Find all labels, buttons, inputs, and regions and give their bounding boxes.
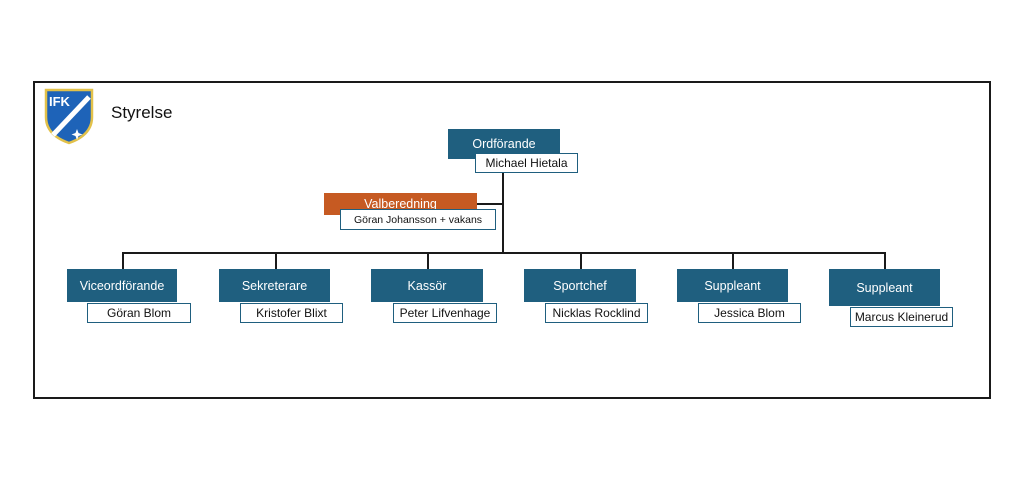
drop-line-5 [732,252,734,269]
nomination-name-box: Göran Johansson + vakans [340,209,496,230]
member-name-box-4: Nicklas Rocklind [545,303,648,323]
drop-line-2 [275,252,277,269]
member-name-box-5: Jessica Blom [698,303,801,323]
nomination-connector [477,203,503,205]
member-role-box-1: Viceordförande [67,269,177,302]
member-role-box-5: Suppleant [677,269,788,302]
member-role-box-6: Suppleant [829,269,940,306]
member-role-box-3: Kassör [371,269,483,302]
chart-title: Styrelse [111,103,173,122]
member-name-box-2: Kristofer Blixt [240,303,343,323]
member-name-box-1: Göran Blom [87,303,191,323]
member-name-box-3: Peter Lifvenhage [393,303,497,323]
ifk-shield-logo: IFK [44,88,94,145]
horizontal-bus [122,252,885,254]
member-role-box-4: Sportchef [524,269,636,302]
drop-line-1 [122,252,124,269]
logo-text: IFK [49,94,71,109]
member-name-box-6: Marcus Kleinerud [850,307,953,327]
drop-line-4 [580,252,582,269]
drop-line-3 [427,252,429,269]
drop-line-6 [884,252,886,269]
trunk-line [502,172,504,253]
chair-name-box: Michael Hietala [475,153,578,173]
member-role-box-2: Sekreterare [219,269,330,302]
